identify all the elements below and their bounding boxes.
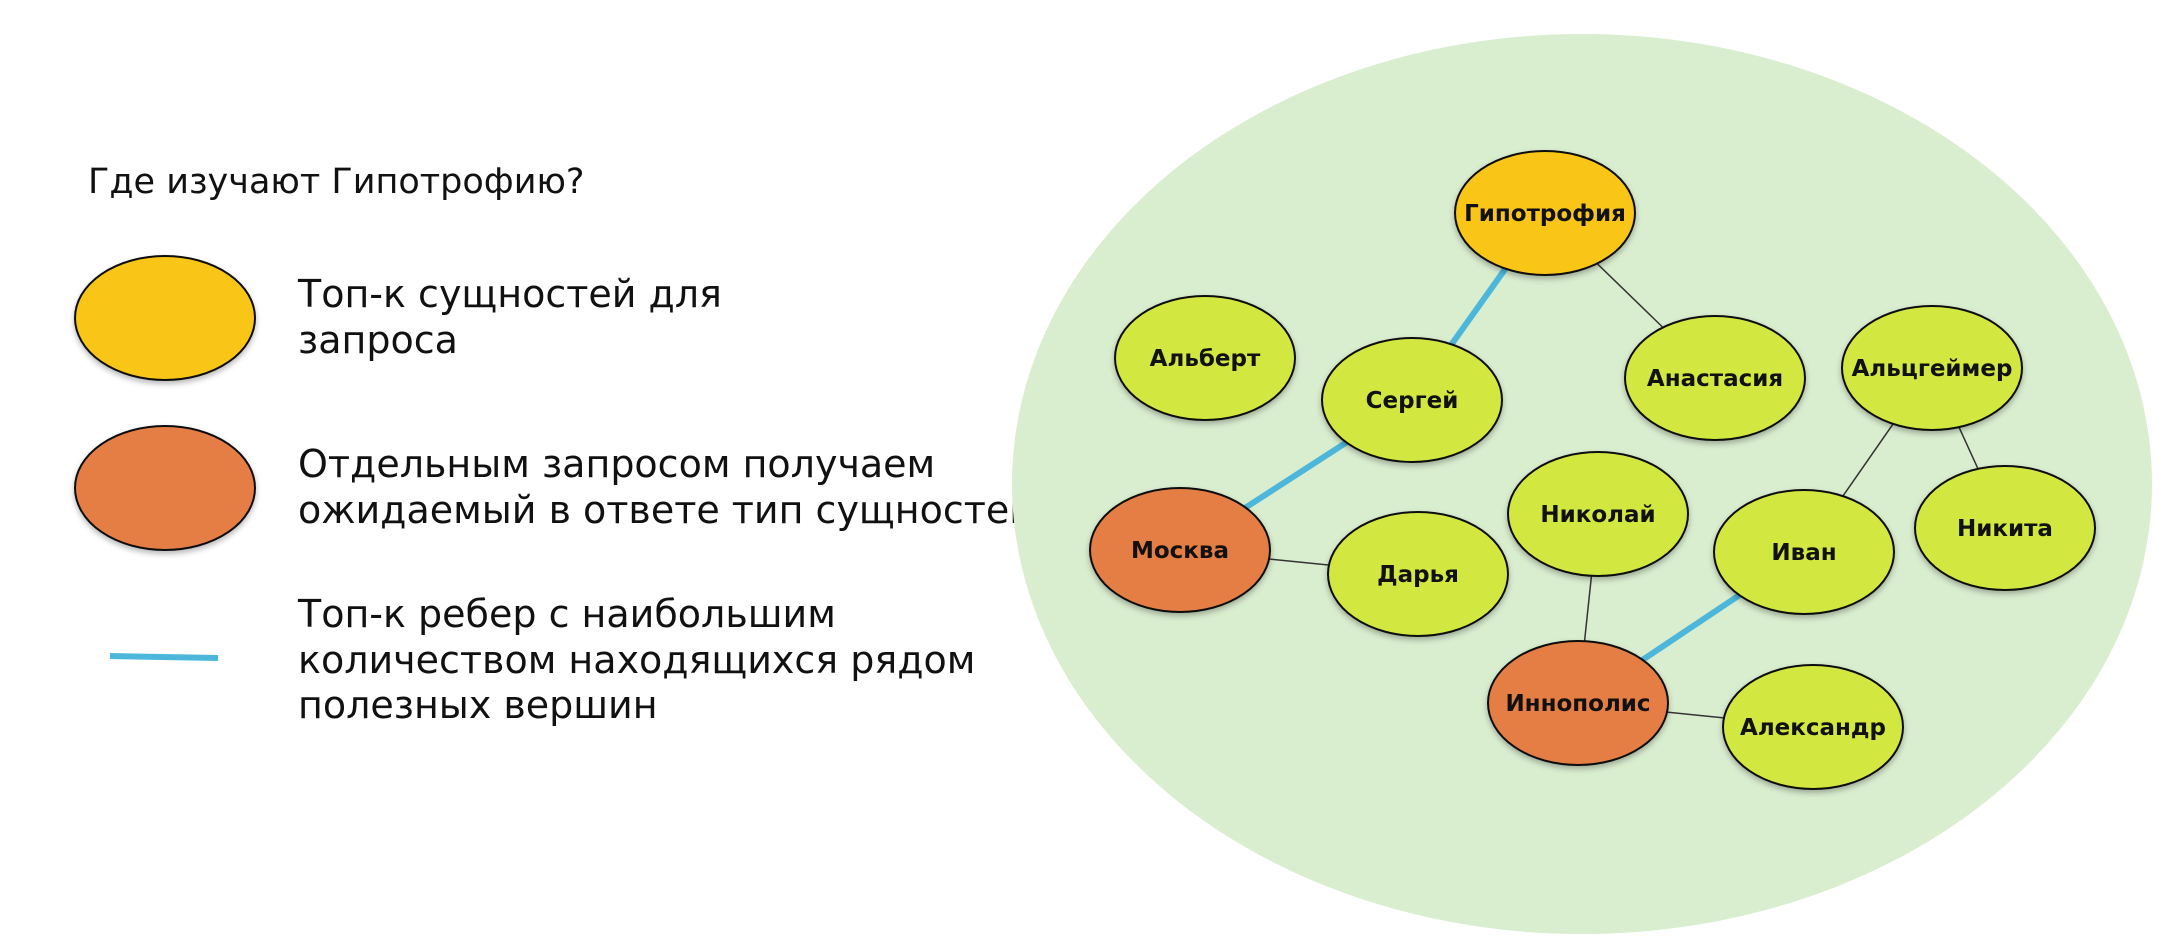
legend-top-edges-line-1: Топ-к ребер с наибольшим [297,592,836,636]
node-ellipse-gipotrofiya [1454,150,1636,276]
node-moskva: Москва [1089,487,1271,613]
legend-orange-ellipse [74,425,256,551]
node-label-innopolis: Иннополис [1505,691,1650,717]
node-ellipse-sergey [1321,337,1503,463]
node-label-ivan: Иван [1771,540,1836,566]
node-label-moskva: Москва [1131,538,1229,564]
legend-top-entities-line-2: запроса [298,318,458,362]
node-sergey: Сергей [1321,337,1503,463]
node-label-nikita: Никита [1957,516,2053,542]
node-label-sergey: Сергей [1366,388,1459,414]
node-label-aleksandr: Александр [1740,715,1886,741]
node-label-albert: Альберт [1150,346,1261,372]
legend-top-edges-line-3: полезных вершин [298,683,658,727]
node-ellipse-aleksandr [1722,664,1904,790]
question-text: Где изучают Гипотрофию? [88,162,585,202]
node-aleksandr: Александр [1722,664,1904,790]
legend-item-top-edges: Топ-к ребер с наибольшим количеством нах… [109,592,975,727]
node-nikolay: Николай [1507,451,1689,577]
node-innopolis: Иннополис [1487,640,1669,766]
legend-yellow-ellipse [74,255,256,381]
node-alzheimer: Альцгеймер [1841,305,2023,431]
legend-top-entities-line-1: Топ-к сущностей для [297,272,722,316]
node-ivan: Иван [1713,489,1895,615]
node-anastasiya: Анастасия [1624,315,1806,441]
node-label-darya: Дарья [1377,562,1459,588]
legend-top-edges-line-2: количеством находящихся рядом [298,638,975,682]
node-label-gipotrofiya: Гипотрофия [1464,201,1626,227]
legend-blue-line [109,653,219,661]
node-ellipse-albert [1114,295,1296,421]
node-ellipse-anastasiya [1624,315,1806,441]
node-gipotrofiya: Гипотрофия [1454,150,1636,276]
node-ellipse-moskva [1089,487,1271,613]
legend-expected-type-line-1: Отдельным запросом получаем [298,442,935,486]
legend-item-top-entities: Топ-к сущностей для запроса [74,255,722,381]
node-darya: Дарья [1327,511,1509,637]
node-ellipse-alzheimer [1841,305,2023,431]
node-ellipse-darya [1327,511,1509,637]
node-label-anastasiya: Анастасия [1647,366,1783,392]
legend: Где изучают Гипотрофию? Топ-к сущностей … [74,162,1034,727]
node-ellipse-nikita [1914,465,2096,591]
legend-expected-type-line-2: ожидаемый в ответе тип сущностей [298,488,1034,532]
node-ellipse-innopolis [1487,640,1669,766]
node-ellipse-nikolay [1507,451,1689,577]
node-label-alzheimer: Альцгеймер [1852,356,2013,382]
node-label-nikolay: Николай [1540,502,1655,528]
node-albert: Альберт [1114,295,1296,421]
node-nikita: Никита [1914,465,2096,591]
legend-item-expected-type: Отдельным запросом получаем ожидаемый в … [74,425,1034,551]
node-ellipse-ivan [1713,489,1895,615]
